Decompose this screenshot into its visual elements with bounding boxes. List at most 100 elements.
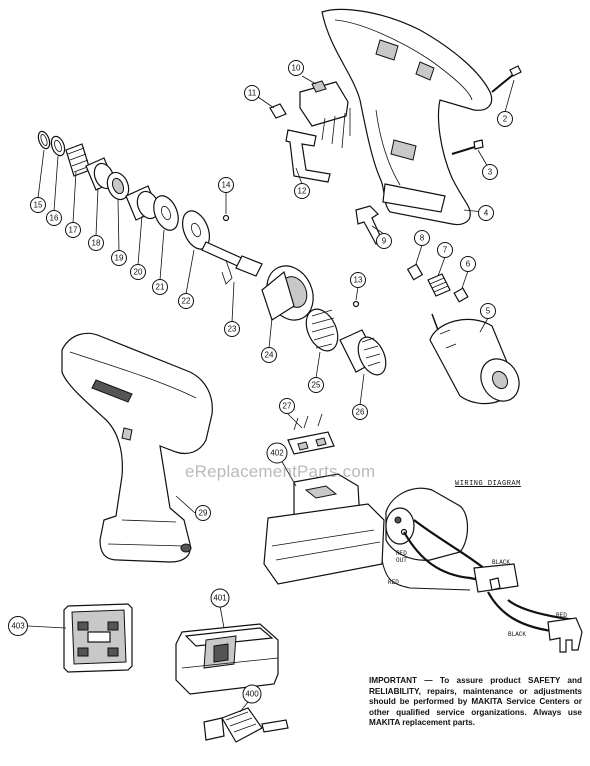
- motor-5: [429, 313, 520, 405]
- safety-notice: IMPORTANT — To assure product SAFETY and…: [369, 676, 582, 728]
- screw-3: [451, 139, 484, 155]
- svg-text:20: 20: [134, 268, 143, 277]
- svg-text:401: 401: [213, 594, 227, 603]
- svg-text:12: 12: [298, 187, 307, 196]
- callout-5: 5: [480, 303, 496, 319]
- callout-7: 7: [437, 242, 453, 258]
- bearing-19: [106, 171, 130, 201]
- svg-text:22: 22: [182, 297, 191, 306]
- svg-text:5: 5: [486, 307, 491, 316]
- callout-24: 24: [261, 347, 277, 363]
- callout-403: 403: [8, 616, 28, 636]
- leader-lines: [27, 75, 515, 713]
- svg-text:17: 17: [69, 226, 78, 235]
- callout-400: 400: [242, 684, 262, 704]
- svg-text:402: 402: [270, 449, 284, 458]
- svg-text:29: 29: [199, 509, 208, 518]
- callout-21: 21: [152, 279, 168, 295]
- washer-21: [153, 195, 179, 231]
- housing-half: [321, 8, 493, 226]
- callout-3: 3: [482, 164, 498, 180]
- motor-pinion-8: [406, 263, 424, 281]
- wire-label-red: RED: [388, 579, 399, 586]
- callout-26: 26: [352, 404, 368, 420]
- callout-11: 11: [244, 85, 260, 101]
- callout-29: 29: [195, 505, 211, 521]
- switch-10: [269, 80, 351, 149]
- svg-text:8: 8: [420, 234, 425, 243]
- callout-15: 15: [30, 197, 46, 213]
- callout-17: 17: [65, 222, 81, 238]
- callout-23: 23: [224, 321, 240, 337]
- callout-13: 13: [350, 272, 366, 288]
- callout-12: 12: [294, 183, 310, 199]
- callout-19: 19: [111, 250, 127, 266]
- battery-402: [263, 473, 385, 585]
- callout-6: 6: [460, 256, 476, 272]
- charger-401: [175, 623, 279, 695]
- svg-text:27: 27: [283, 402, 292, 411]
- callout-22: 22: [178, 293, 194, 309]
- watermark: eReplacementParts.com: [185, 462, 376, 481]
- ring-15: [37, 130, 51, 150]
- gear-26: [339, 300, 387, 376]
- svg-text:10: 10: [292, 64, 301, 73]
- callout-10: 10: [288, 60, 304, 76]
- svg-text:11: 11: [248, 89, 257, 98]
- svg-text:4: 4: [484, 209, 489, 218]
- svg-text:14: 14: [222, 181, 231, 190]
- callout-9: 9: [376, 233, 392, 249]
- keyless-chuck-400: [203, 707, 289, 743]
- wiring-diagram: RED OUT RED BLACK RED BLACK: [381, 487, 583, 653]
- drill-body-29: [61, 332, 213, 563]
- pinion-7: [427, 273, 451, 297]
- bracket-12: [285, 129, 331, 183]
- wiring-diagram-title: WIRING DIAGRAM: [455, 480, 521, 488]
- wire-label-out: OUT: [396, 557, 407, 564]
- svg-text:25: 25: [312, 381, 321, 390]
- svg-text:19: 19: [115, 254, 124, 263]
- callout-4: 4: [478, 205, 494, 221]
- collar-20: [125, 185, 160, 221]
- spindle-23: [201, 214, 263, 285]
- svg-text:15: 15: [34, 201, 43, 210]
- callout-401: 401: [210, 588, 230, 608]
- svg-text:21: 21: [156, 283, 165, 292]
- terminal-27: [287, 413, 335, 455]
- callout-16: 16: [46, 210, 62, 226]
- callout-25: 25: [308, 377, 324, 393]
- wire-label-red-right: RED: [556, 612, 567, 619]
- callout-14: 14: [218, 177, 234, 193]
- washer-22: [181, 210, 211, 250]
- svg-text:16: 16: [50, 214, 59, 223]
- wire-label-black-top: BLACK: [492, 559, 510, 566]
- callout-2: 2: [497, 111, 513, 127]
- callout-27: 27: [279, 398, 295, 414]
- screw-2: [491, 65, 522, 93]
- washer-16: [50, 135, 66, 157]
- svg-text:23: 23: [228, 325, 237, 334]
- spring-25: [305, 308, 339, 352]
- svg-text:403: 403: [11, 622, 25, 631]
- spring-17: [65, 143, 91, 177]
- svg-text:2: 2: [503, 115, 508, 124]
- battery-cover-403: [63, 603, 133, 673]
- wire-label-red-out: RED: [396, 550, 407, 557]
- svg-text:18: 18: [92, 239, 101, 248]
- svg-text:3: 3: [488, 168, 493, 177]
- svg-text:9: 9: [382, 237, 387, 246]
- callout-20: 20: [130, 264, 146, 280]
- callout-18: 18: [88, 235, 104, 251]
- svg-text:24: 24: [265, 351, 274, 360]
- svg-text:400: 400: [245, 690, 259, 699]
- wire-label-black-bottom: BLACK: [508, 631, 526, 638]
- gear-case-24: [261, 265, 314, 321]
- svg-text:13: 13: [354, 276, 363, 285]
- svg-text:6: 6: [466, 260, 471, 269]
- svg-text:26: 26: [356, 408, 365, 417]
- callout-8: 8: [414, 230, 430, 246]
- bushing-6: [453, 287, 469, 303]
- svg-text:7: 7: [443, 246, 448, 255]
- callout-402: 402: [266, 442, 288, 464]
